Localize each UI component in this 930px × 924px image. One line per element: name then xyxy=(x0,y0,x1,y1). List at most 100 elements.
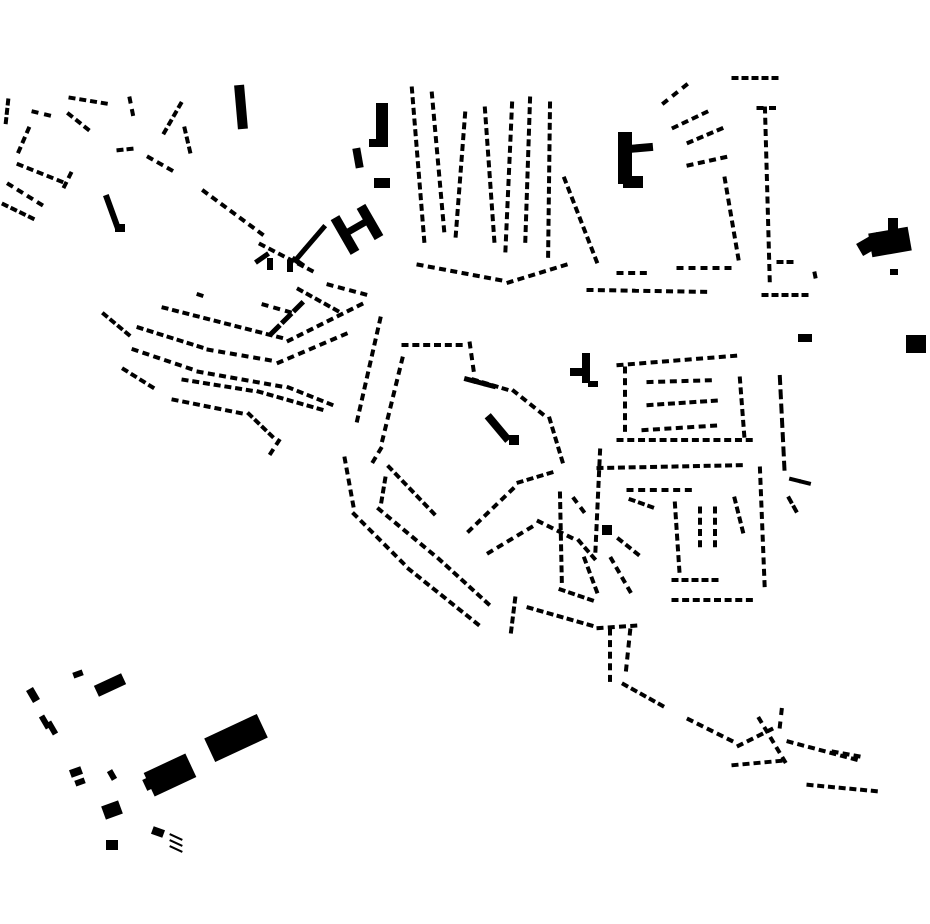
house xyxy=(516,479,524,485)
house xyxy=(490,214,495,222)
house xyxy=(456,198,461,206)
house xyxy=(616,536,624,544)
house xyxy=(456,187,462,195)
house xyxy=(536,473,544,479)
house xyxy=(127,96,133,104)
house xyxy=(761,568,767,576)
house xyxy=(367,360,373,368)
house xyxy=(691,438,699,442)
house xyxy=(673,488,681,492)
house xyxy=(576,619,584,626)
house xyxy=(627,438,635,442)
house xyxy=(506,178,511,187)
house xyxy=(715,731,725,739)
house xyxy=(632,549,641,558)
house xyxy=(475,591,484,600)
large-building xyxy=(856,231,884,257)
house xyxy=(491,502,499,510)
house xyxy=(508,134,513,142)
large-building xyxy=(374,178,390,188)
house xyxy=(312,223,328,240)
house xyxy=(186,340,194,347)
house xyxy=(648,438,656,442)
house xyxy=(46,173,54,181)
house xyxy=(771,76,779,80)
house xyxy=(608,663,612,671)
house xyxy=(400,478,409,487)
house xyxy=(625,652,630,660)
house xyxy=(652,427,661,432)
house xyxy=(409,86,415,94)
house xyxy=(777,374,783,386)
house xyxy=(689,399,697,405)
house xyxy=(722,176,728,184)
house xyxy=(735,463,743,468)
house xyxy=(340,331,349,338)
house xyxy=(735,741,745,749)
buildings-layer xyxy=(0,76,926,853)
house xyxy=(254,329,263,335)
house xyxy=(654,289,662,294)
house xyxy=(244,326,253,333)
house xyxy=(123,329,132,338)
house xyxy=(767,263,772,272)
house xyxy=(489,203,495,211)
large-building xyxy=(103,194,121,230)
house xyxy=(508,123,514,131)
house xyxy=(507,145,513,153)
house xyxy=(699,399,708,404)
house xyxy=(274,383,283,389)
house xyxy=(241,353,249,359)
house xyxy=(432,124,438,133)
house xyxy=(759,500,764,508)
house xyxy=(565,186,573,194)
house xyxy=(741,419,746,427)
house xyxy=(35,200,45,208)
large-building xyxy=(287,260,293,272)
house xyxy=(390,550,399,559)
house xyxy=(82,124,91,133)
house xyxy=(279,311,294,326)
house xyxy=(697,159,706,166)
house xyxy=(359,291,368,297)
house xyxy=(350,500,356,508)
house xyxy=(625,585,633,595)
house xyxy=(682,598,690,602)
house xyxy=(131,346,139,354)
house xyxy=(274,437,282,447)
house xyxy=(553,436,559,444)
house xyxy=(741,76,749,80)
house xyxy=(456,606,464,614)
house xyxy=(401,527,410,536)
house xyxy=(617,465,625,470)
house xyxy=(388,401,394,409)
house xyxy=(355,301,365,309)
house xyxy=(186,146,193,154)
house xyxy=(313,296,323,304)
house xyxy=(627,361,636,367)
house xyxy=(390,389,397,398)
large-building xyxy=(570,368,586,376)
house xyxy=(228,208,237,217)
house xyxy=(582,545,591,554)
house xyxy=(791,504,799,514)
house xyxy=(420,225,426,233)
house xyxy=(473,378,487,387)
house xyxy=(586,287,594,293)
house xyxy=(224,384,232,390)
house xyxy=(724,598,732,602)
house xyxy=(141,350,150,357)
house xyxy=(246,411,254,419)
house xyxy=(559,554,564,562)
house xyxy=(704,378,712,383)
house xyxy=(705,726,715,734)
house xyxy=(302,235,318,252)
house xyxy=(838,785,846,791)
house xyxy=(509,101,515,109)
house xyxy=(637,500,646,507)
house xyxy=(761,557,766,565)
large-building xyxy=(45,720,59,736)
house xyxy=(639,360,647,366)
large-building xyxy=(890,269,898,275)
